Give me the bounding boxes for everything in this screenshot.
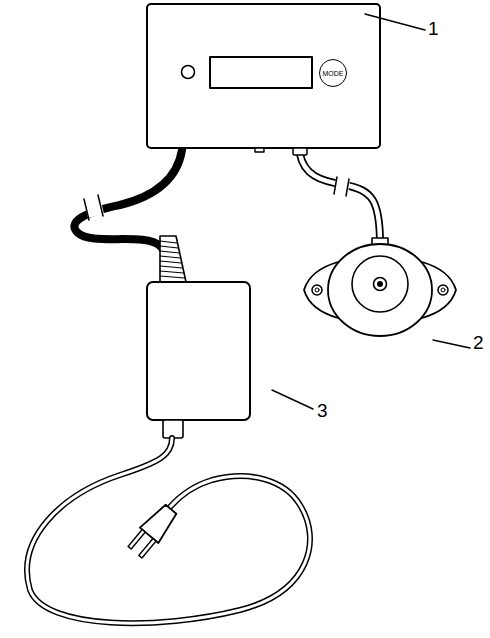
sensor-cable-core [300,154,380,244]
sensor-body [328,244,432,336]
power-cable [74,150,182,270]
strain-relief-ribs [160,241,185,278]
mounting-hole [438,285,448,295]
sensor-dot [377,281,383,287]
break-mark [84,199,89,220]
mains-cord-core [27,438,310,623]
callout-number: 2 [473,333,484,352]
display-window [210,57,312,88]
break-mark [334,177,337,194]
sensor-center [374,278,387,291]
controller-housing [147,4,380,148]
mains-cord [27,438,310,623]
leader-line [433,340,470,348]
housing-port [255,148,264,152]
callout-number: 3 [317,401,328,420]
mounting-hole [312,285,322,295]
leader-line [272,390,313,409]
mains-plug [126,502,180,560]
cable-gland [293,148,307,155]
power-adapter [147,282,250,420]
break-mark [98,195,103,216]
callout-number: 1 [428,19,439,38]
mode-button: MODE [319,59,347,87]
break-mark [346,179,349,196]
sensor-cable [300,154,380,244]
sensor-face [352,256,408,312]
indicator-led [182,66,195,79]
strain-relief [160,236,186,282]
mounting-hole [441,288,445,292]
mounting-hole [315,288,319,292]
button-label: MODE [323,70,344,77]
leader-line [365,14,425,30]
